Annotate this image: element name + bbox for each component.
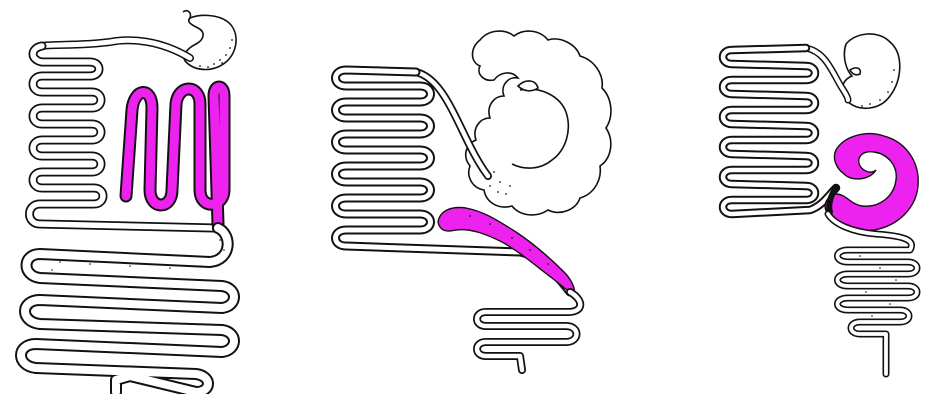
panel-2-stomach xyxy=(466,31,611,215)
panel-1-lower-intestine xyxy=(21,228,234,392)
panel-3-small-intestine xyxy=(723,48,836,214)
panel-1 xyxy=(21,11,236,392)
panel-3-highlighted-segment xyxy=(825,134,918,231)
panel-3-lower-intestine xyxy=(828,214,917,374)
panel-2-lower-intestine xyxy=(477,292,580,370)
panel-3 xyxy=(723,34,918,374)
panel-2 xyxy=(336,31,611,370)
panel-1-highlighted-segment xyxy=(126,87,224,224)
